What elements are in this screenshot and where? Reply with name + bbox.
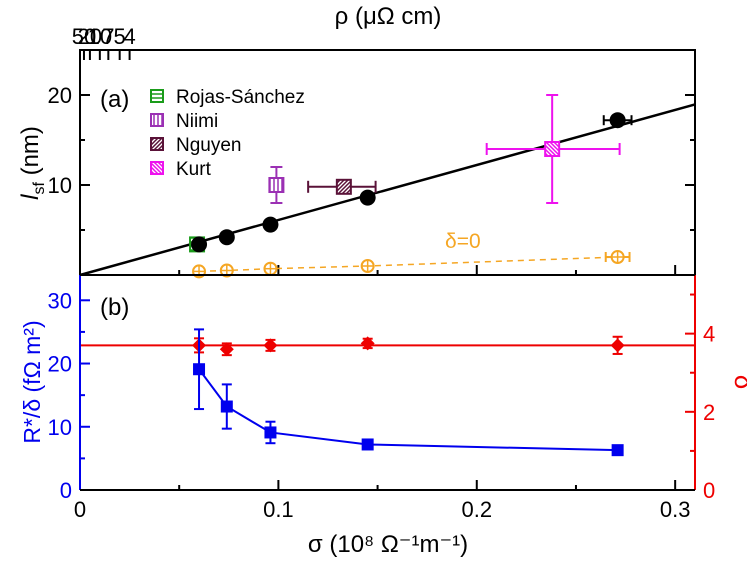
legend-label-kurt: Kurt (176, 159, 212, 180)
top-tick-label: 5 (114, 24, 126, 49)
right-tick-label: 2 (703, 400, 715, 425)
legend-marker-nguyen (150, 137, 164, 151)
legend-label-rojas: Rojas-Sánchez (176, 87, 305, 108)
top-tick-label: 50 (72, 24, 96, 49)
delta-point (610, 338, 625, 353)
right-tick-label: 4 (703, 322, 715, 347)
left-tick-label: 10 (48, 415, 72, 440)
top-tick-label: 4 (123, 24, 135, 49)
x-tick-label: 0.3 (660, 497, 691, 522)
r-point (611, 444, 624, 457)
main-point (609, 112, 626, 129)
y-axis-title-b-right-wrap: δ (729, 375, 747, 389)
x-tick-label: 0 (74, 497, 86, 522)
panel-a-label: (a) (100, 86, 129, 113)
left-tick-label: 0 (60, 478, 72, 503)
legend-marker-niimi (150, 113, 164, 127)
main-point (218, 229, 235, 246)
main-point (191, 236, 208, 253)
panel-b-axes: 0 0.1 0.2 0.3 0 10 20 30 0 2 4 (48, 288, 716, 522)
r-point (220, 400, 233, 413)
r-line (198, 368, 618, 452)
r-point (264, 426, 277, 439)
legend-marker-kurt (150, 161, 164, 175)
panel-a-data (79, 94, 696, 279)
main-point (359, 189, 376, 206)
y-axis-title-a-sub: sf (31, 182, 48, 195)
y-axis-title-b-left: R*/δ (fΩ m²) (19, 320, 45, 443)
svg-text:lsf (nm): lsf (nm) (17, 126, 48, 200)
y-axis-title-a: lsf (nm) (17, 126, 48, 200)
lit-point-nguyen (335, 178, 352, 195)
delta-zero-annotation: δ=0 (445, 230, 481, 253)
legend-label-niimi: Niimi (176, 111, 218, 132)
lit-point-niimi (268, 177, 285, 193)
panel-a-frame (79, 49, 696, 276)
y-axis-title-a-unit: (nm) (17, 126, 44, 182)
x-axis-title: σ (10⁸ Ω⁻¹m⁻¹) (308, 531, 468, 558)
delta-point (263, 338, 278, 353)
top-tick-label: 7 (102, 24, 114, 49)
delta-point (360, 336, 375, 351)
delta-point (219, 342, 234, 357)
top-axis-title: ρ (μΩ cm) (335, 3, 442, 30)
top-tick-label: 10 (88, 24, 112, 49)
panel-b-label: (b) (100, 294, 129, 321)
main-point (262, 216, 279, 233)
r-point (193, 363, 206, 376)
left-tick-label: 30 (48, 288, 72, 313)
x-tick-label: 0.1 (263, 497, 294, 522)
fit-line (79, 103, 696, 277)
y-axis-title-b-right: δ (729, 375, 747, 389)
x-tick-label: 0.2 (461, 497, 492, 522)
lit-point-kurt (544, 141, 561, 157)
y-axis-title-a-main: l (17, 194, 44, 200)
left-tick-label: 20 (48, 352, 72, 377)
y-tick-label-a: 20 (48, 83, 72, 108)
legend-marker-rojas (150, 89, 164, 103)
legend-label-nguyen: Nguyen (176, 135, 242, 156)
top-tick-label: 20 (78, 24, 102, 49)
delta0-line (199, 256, 618, 273)
r-point (361, 438, 374, 451)
right-tick-label: 0 (703, 478, 715, 503)
y-tick-label-a: 10 (48, 173, 72, 198)
y-axis-title-b-left-wrap: R*/δ (fΩ m²) (19, 320, 45, 443)
panel-b-data (80, 328, 695, 457)
